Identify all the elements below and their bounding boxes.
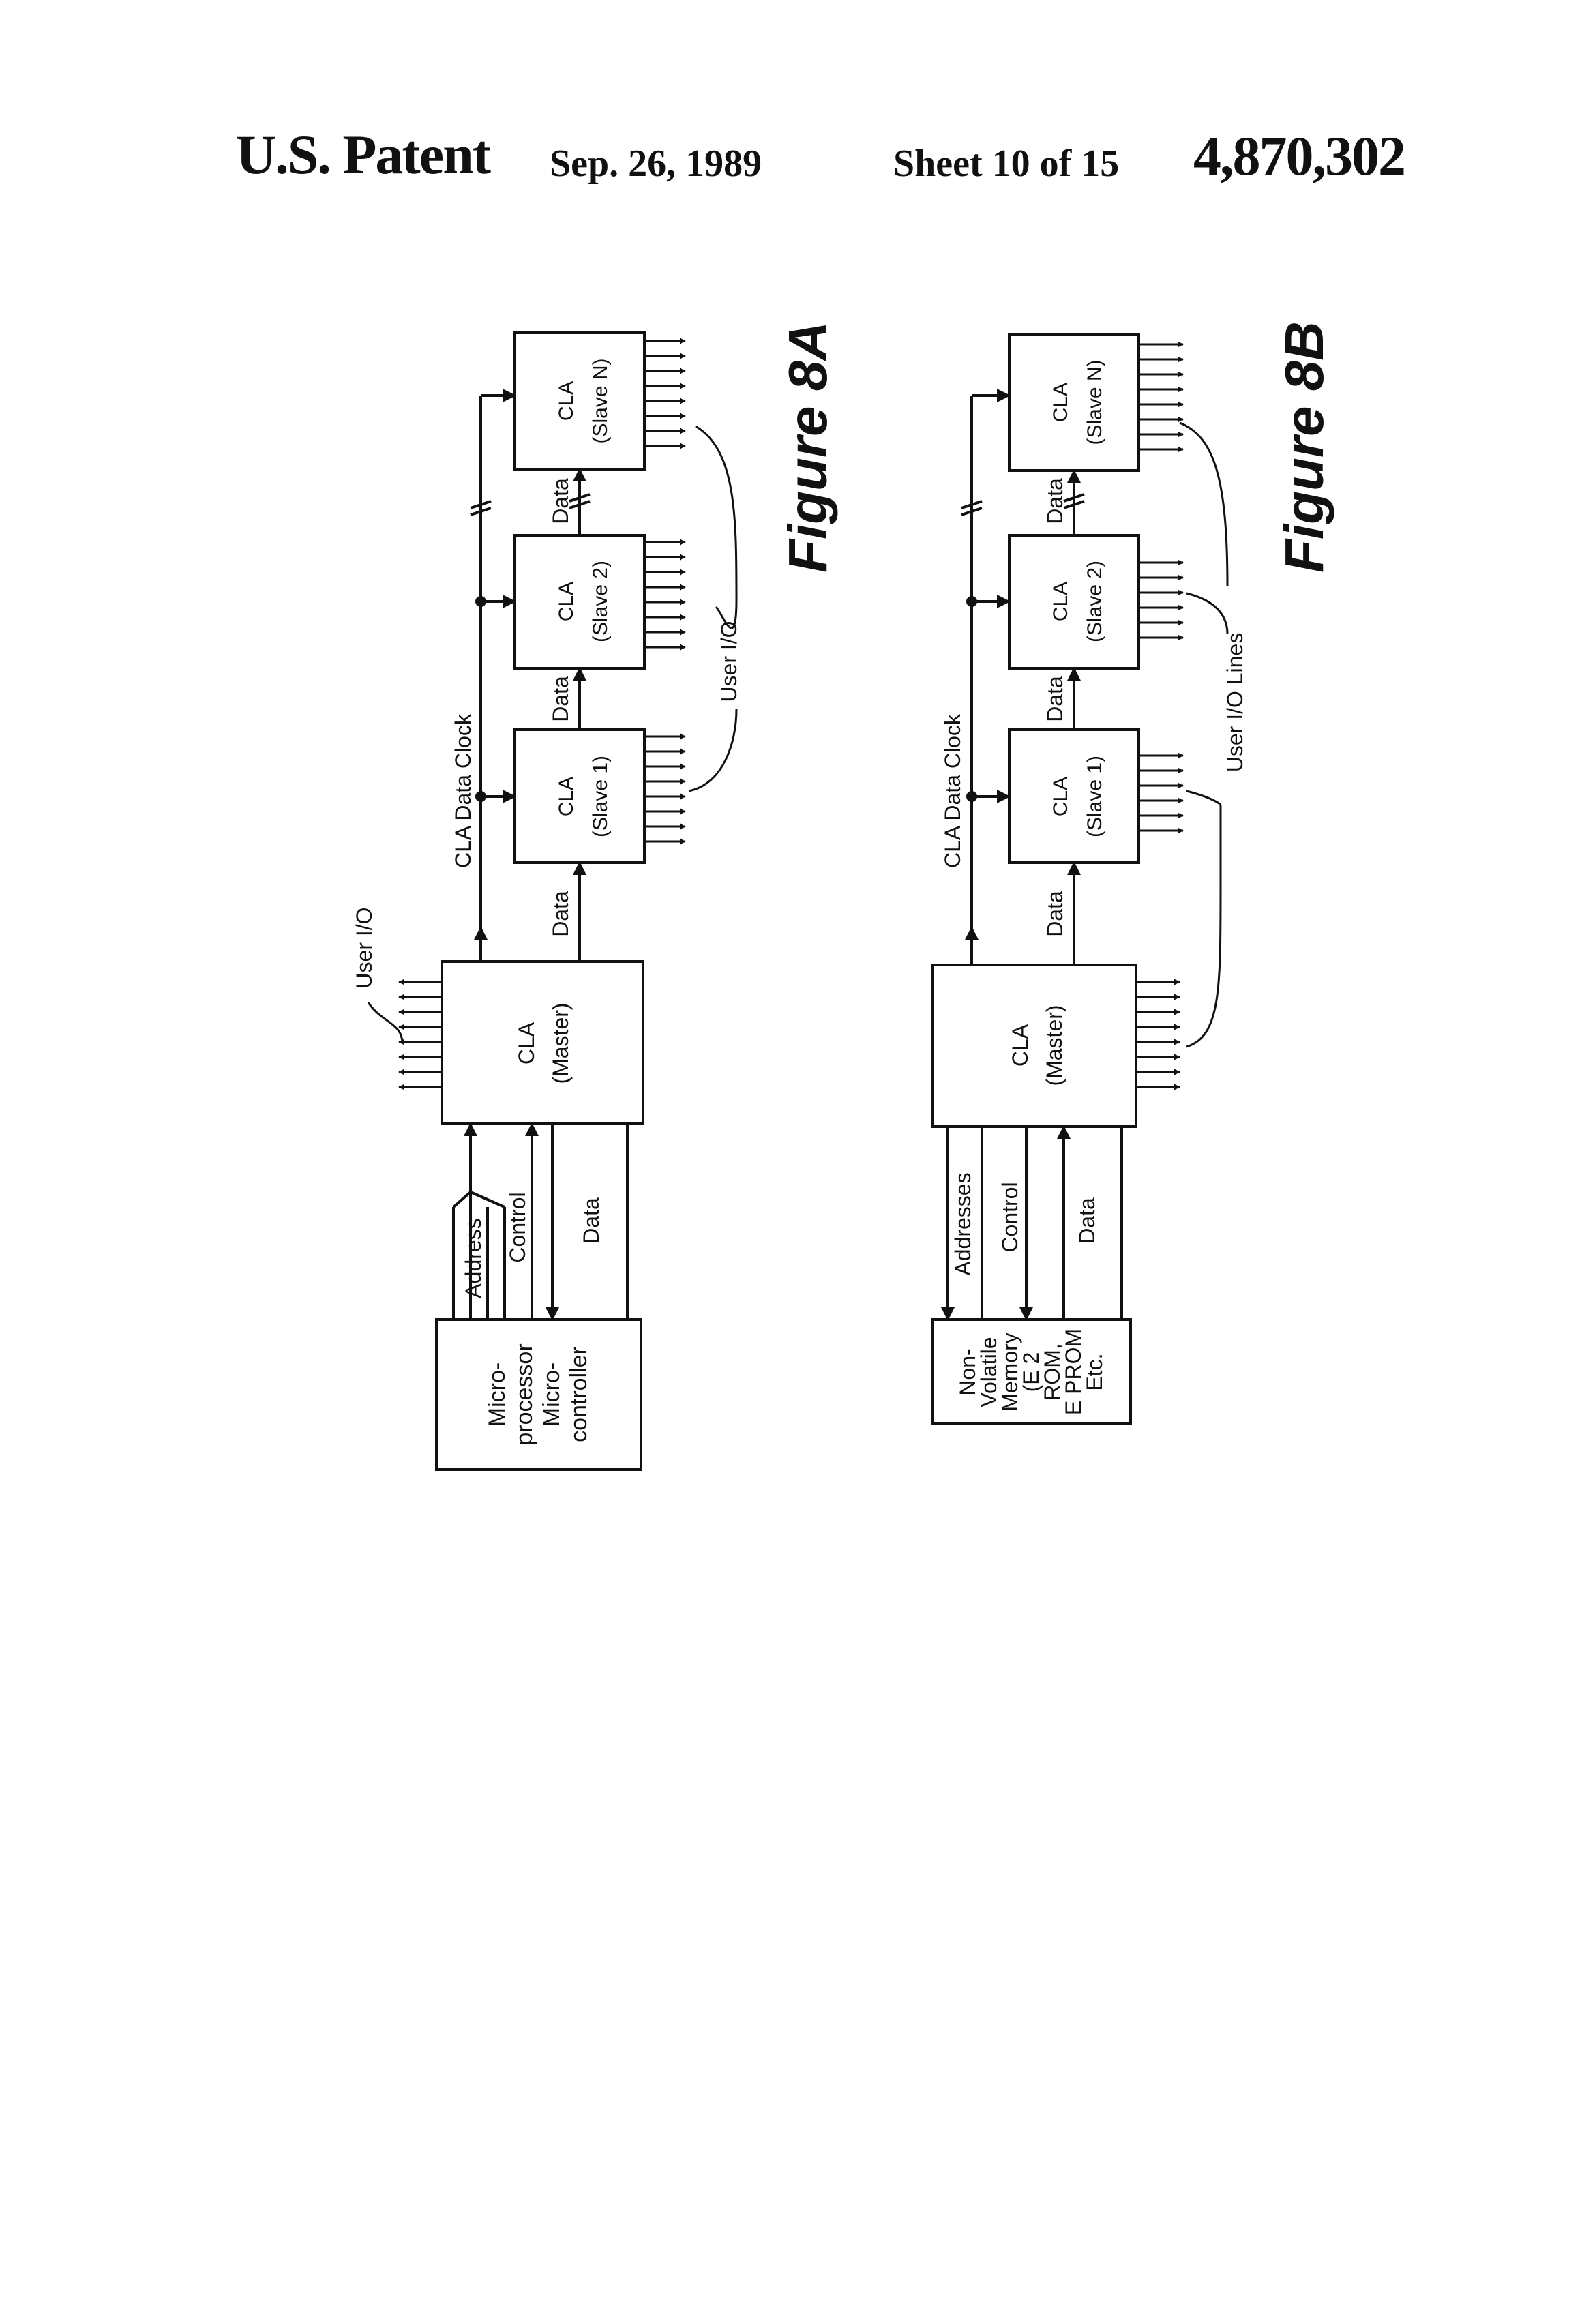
fig8a-bus-control: Control bbox=[505, 1192, 530, 1262]
fig8a-slave-1-sub: (Slave 1) bbox=[589, 756, 612, 837]
fig8b-slave-2-sub: (Slave 2) bbox=[1084, 561, 1106, 642]
fig8b-slave-n-label: CLA bbox=[1049, 383, 1072, 422]
fig8b-user-io-leaders bbox=[1180, 423, 1227, 1047]
label-line: Micro- bbox=[539, 1362, 565, 1427]
fig8b-bus-control: Control bbox=[998, 1182, 1022, 1252]
fig8b-user-io-label: User I/O Lines bbox=[1223, 633, 1247, 773]
label-line: processor bbox=[511, 1343, 537, 1445]
master-cla-box-8b bbox=[933, 965, 1136, 1127]
fig8a-slave-n-label: CLA bbox=[555, 381, 578, 421]
fig8a-slave-2-sub: (Slave 2) bbox=[589, 561, 612, 642]
fig8b-memory-label: Non-VolatileMemory(E 2ROM,E PROMEtc. bbox=[955, 1329, 1107, 1415]
fig8b-master-label: CLA bbox=[1008, 1024, 1032, 1067]
label-line: Etc. bbox=[1082, 1353, 1107, 1390]
figure-8b-io-lines bbox=[1136, 344, 1183, 1087]
fig8a-clock-label: CLA Data Clock bbox=[451, 713, 475, 868]
fig8b-caption: Figure 8B bbox=[1274, 321, 1334, 573]
slave-1-box-8b bbox=[1009, 730, 1139, 863]
fig8a-caption: Figure 8A bbox=[777, 321, 838, 573]
fig8b-slave-1-label: CLA bbox=[1049, 777, 1072, 816]
fig8a-processor-label: Micro-processorMicro-controller bbox=[484, 1343, 592, 1445]
fig8b-bus-data: Data bbox=[1075, 1197, 1099, 1244]
fig8a-bus-data: Data bbox=[579, 1197, 603, 1244]
fig8a-user-io-bottom: User I/O bbox=[717, 621, 741, 702]
fig8b-data-label-1: Data bbox=[1043, 891, 1067, 937]
label-line: controller bbox=[566, 1347, 592, 1442]
fig8b-master-sub: (Master) bbox=[1042, 1004, 1066, 1086]
fig8a-data-label-2: Data bbox=[548, 676, 573, 722]
fig8b-slave-n-sub: (Slave N) bbox=[1084, 359, 1106, 445]
fig8b-slave-1-sub: (Slave 1) bbox=[1084, 756, 1106, 837]
fig8a-bus-address: Address bbox=[461, 1218, 486, 1298]
fig8a-slave-n-sub: (Slave N) bbox=[589, 358, 612, 443]
label-line: Micro- bbox=[484, 1362, 510, 1427]
figure-8a bbox=[436, 333, 644, 1470]
fig8b-slave-2-label: CLA bbox=[1049, 582, 1072, 621]
fig8a-master-sub: (Master) bbox=[548, 1002, 573, 1084]
fig8a-data-label-3: Data bbox=[548, 478, 573, 524]
fig8a-data-label-1: Data bbox=[548, 891, 573, 937]
slave-n-box bbox=[515, 333, 644, 469]
fig8a-master-label: CLA bbox=[514, 1022, 539, 1064]
fig8b-bus-address: Addresses bbox=[951, 1172, 975, 1275]
fig8b-data-label-2: Data bbox=[1043, 676, 1067, 722]
slave-2-box-8b bbox=[1009, 535, 1139, 668]
fig8b-clock-label: CLA Data Clock bbox=[940, 713, 965, 868]
fig8a-slave-2-label: CLA bbox=[555, 582, 578, 621]
slave-n-box-8b bbox=[1009, 334, 1139, 471]
fig8a-slave-1-label: CLA bbox=[555, 777, 578, 816]
fig8b-data-label-3: Data bbox=[1043, 478, 1067, 524]
slave-1-box bbox=[515, 730, 644, 863]
slave-2-box bbox=[515, 535, 644, 668]
master-cla-box bbox=[442, 962, 643, 1124]
fig8a-user-io-top: User I/O bbox=[352, 907, 376, 988]
